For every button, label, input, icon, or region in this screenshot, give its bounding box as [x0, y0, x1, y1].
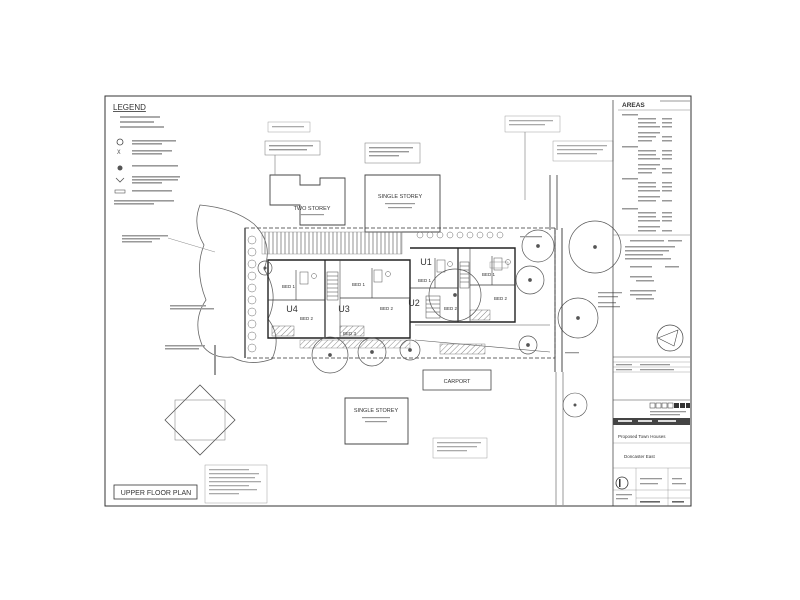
room-label: BED 2 [300, 316, 314, 321]
boundary-shrubs [247, 231, 504, 353]
legend-title: LEGEND [113, 103, 146, 112]
plan-title: UPPER FLOOR PLAN [121, 490, 191, 497]
fixtures [299, 257, 511, 285]
north-neighbours: TWO STOREY SINGLE STOREY [264, 115, 614, 233]
left-neighbour-building [164, 384, 236, 456]
project-location: Doncaster East [624, 454, 656, 459]
firm-logo [649, 402, 690, 416]
sheet-border [104, 95, 692, 507]
legend: LEGEND X [113, 103, 180, 205]
balcony-u4 [271, 325, 295, 337]
legend-faint-text [120, 116, 164, 128]
room-label: BED 2 [444, 306, 458, 311]
north-annotation-box-left [267, 121, 311, 133]
title-block: Proposed Town Houses Doncaster East [613, 356, 690, 506]
plan-title-box [113, 484, 198, 500]
north-arrow-icon [656, 324, 684, 352]
room-label: BED 1 [482, 272, 496, 277]
unit-label-u2: U2 [408, 298, 420, 308]
room-label: BED 1 [418, 278, 432, 283]
balcony-u1 [469, 309, 491, 321]
east-annotations [489, 236, 622, 354]
room-label: BED 2 [494, 296, 508, 301]
south-driveway-edge [299, 339, 411, 349]
trees [257, 220, 622, 374]
south-annotation-box [432, 437, 488, 459]
legend-boundary-symbol [114, 189, 126, 194]
seal-logo [615, 476, 629, 490]
room-label: BED 2 [380, 306, 394, 311]
south-neighbour: SINGLE STOREY [204, 397, 488, 504]
two-storey-label: TWO STOREY [294, 206, 331, 212]
room-labels: BED 1 BED 2 BED 3 BED 1 BED 2 BED 1 BED … [282, 272, 508, 336]
two-storey-annotation-box [264, 140, 321, 156]
unit-label-u3: U3 [338, 304, 350, 314]
room-label: BED 1 [282, 284, 296, 289]
two-storey-house-outline [269, 174, 346, 226]
unit-label-u4: U4 [286, 304, 298, 314]
carport [422, 369, 492, 391]
north-fence-landscape [261, 231, 403, 255]
areas-title: AREAS [622, 102, 645, 109]
legend-tree-symbol [116, 138, 124, 146]
left-landscape [122, 204, 277, 456]
building-footprint [267, 247, 516, 339]
revision-table [613, 361, 690, 373]
room-label: BED 3 [343, 331, 357, 336]
legend-laundry-symbol [117, 165, 123, 171]
road-lines [555, 372, 588, 505]
north-annotation-box-mid [364, 142, 421, 164]
unit-label-u1: U1 [420, 257, 432, 267]
south-west-annotation-box [204, 464, 268, 504]
carport-label: CARPORT [444, 379, 471, 385]
balcony-u3 [339, 325, 365, 337]
driveway [414, 228, 563, 372]
single-storey-label-south: SINGLE STOREY [354, 408, 399, 414]
project-title: Proposed Town Houses [618, 434, 666, 439]
north-annotation-box-right [504, 115, 561, 133]
legend-hose-symbol [115, 177, 125, 183]
room-label: BED 1 [352, 282, 366, 287]
areas-table: AREAS [612, 100, 690, 506]
legend-tree-protected-symbol: X [117, 149, 121, 156]
single-storey-label-north: SINGLE STOREY [378, 194, 423, 200]
